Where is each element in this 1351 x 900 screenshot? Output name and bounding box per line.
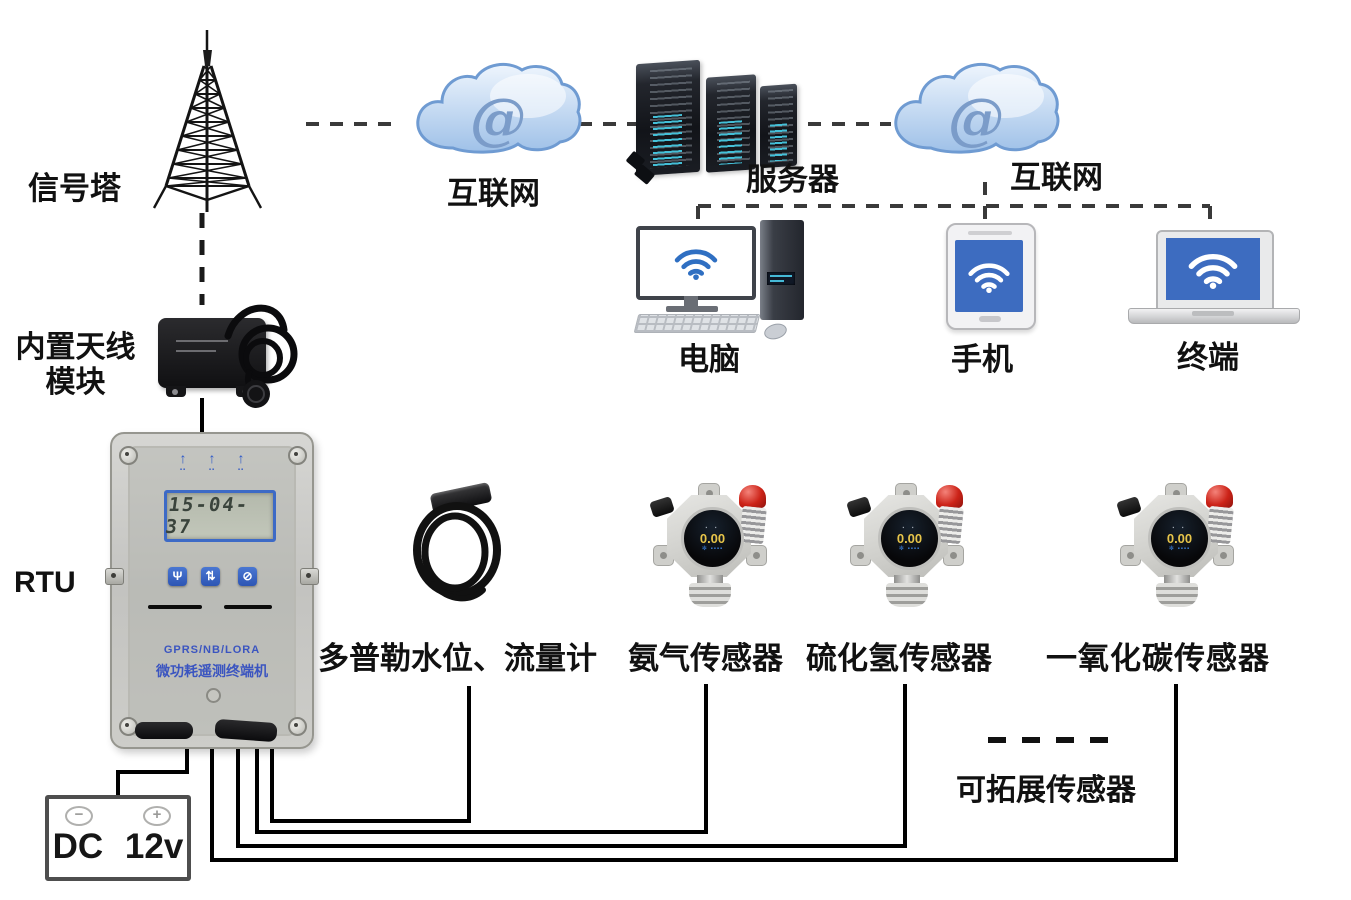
h2s-label: 硫化氢传感器 [806,641,992,676]
rtu-connector [214,718,278,743]
rtu-label: RTU [14,566,76,599]
server-lights [652,113,683,168]
at-icon: @ [470,86,526,152]
pc-tower [760,220,804,320]
dc-voltage-label: DC 12v [52,827,184,866]
wifi-icon [968,262,1010,293]
internet-right-label: 互联网 [1010,160,1103,195]
alarm-beacon-icon [739,485,766,508]
wire-rtu-to-ammonia [255,684,708,834]
rtu-model-text: GPRS/NB/LORA [163,644,261,656]
rtu-name-text: 微功耗遥测终端机 [156,663,268,679]
battery-minus-terminal: − [65,806,93,826]
wire-rtu-to-co [210,684,1178,862]
status-arrow-icon: ↑▪▪ [237,450,245,473]
monitor [636,226,756,300]
alarm-beacon-icon [936,485,963,508]
signal-tower-icon [152,30,263,212]
rtu-device: ↑▪▪ ↑▪▪ ↑▪▪ 15-04-37 Ψ ⇅ ⊘ GPRS/NB/LORA … [105,432,319,749]
status-arrow-icon: ↑▪▪ [179,450,187,473]
cable-gland-icon [1116,495,1142,519]
cable-gland-icon [649,495,675,519]
at-icon: @ [948,86,1004,152]
wifi-icon [674,249,718,280]
internet-cloud-right-icon: @ [894,62,1060,154]
expandable-sensor-label: 可拓展传感器 [956,774,1136,807]
doppler-flowmeter-icon [405,481,513,608]
phone-label: 手机 [951,342,1013,377]
keyboard [633,314,761,333]
gas-sensor-ammonia: ▪ ▪ 0.00 ✻ ▪▪▪▪ [649,483,769,607]
wire-rtu-to-flowmeter [270,686,471,823]
rtu-cancel-button[interactable]: ⊘ [238,567,257,586]
dc-power-supply: − + DC 12v [45,795,191,881]
internet-left-label: 互联网 [447,176,540,211]
rtu-lcd-display: 15-04-37 [164,490,276,542]
sensor-sinter-filter [1156,583,1198,607]
laptop-icon [1128,230,1300,326]
server-label: 服务器 [746,162,839,197]
battery-plus-terminal: + [143,806,171,826]
smartphone-icon [946,223,1036,330]
status-arrow-icon: ↑▪▪ [208,450,216,473]
cable-gland-icon [846,495,872,519]
co-label: 一氧化碳传感器 [1046,641,1270,676]
antenna-cable-coil [224,304,298,408]
gas-sensor-co: ▪ ▪ 0.00 ✻ ▪▪▪▪ [1116,483,1236,607]
sensor-sinter-filter [689,583,731,607]
tower-label: 信号塔 [28,171,121,206]
antenna-module-label: 内置天线 模块 [15,331,136,399]
antenna-module-icon [158,300,308,410]
desktop-computer-icon [633,220,811,342]
sensor-display: ▪ ▪ 0.00 ✻ ▪▪▪▪ [681,507,744,570]
wire-rtu-to-battery [116,744,189,795]
internet-cloud-left-icon: @ [416,62,582,154]
wifi-icon [1188,253,1238,289]
rtu-updown-button[interactable]: ⇅ [201,567,220,586]
wire-rtu-to-h2s [236,684,907,848]
terminal-label: 终端 [1177,340,1239,375]
rtu-connector [135,722,193,739]
computer-label: 电脑 [678,342,740,377]
alarm-beacon-icon [1206,485,1233,508]
flowmeter-cable-coil [413,502,501,602]
flow-meter-label: 多普勒水位、流量计 [318,641,597,676]
sensor-display: ▪ ▪ 0.00 ✻ ▪▪▪▪ [1148,507,1211,570]
gas-sensor-h2s: ▪ ▪ 0.00 ✻ ▪▪▪▪ [846,483,966,607]
sensor-display: ▪ ▪ 0.00 ✻ ▪▪▪▪ [878,507,941,570]
ammonia-label: 氨气传感器 [628,641,783,676]
sensor-sinter-filter [886,583,928,607]
rtu-signal-button[interactable]: Ψ [168,567,187,586]
